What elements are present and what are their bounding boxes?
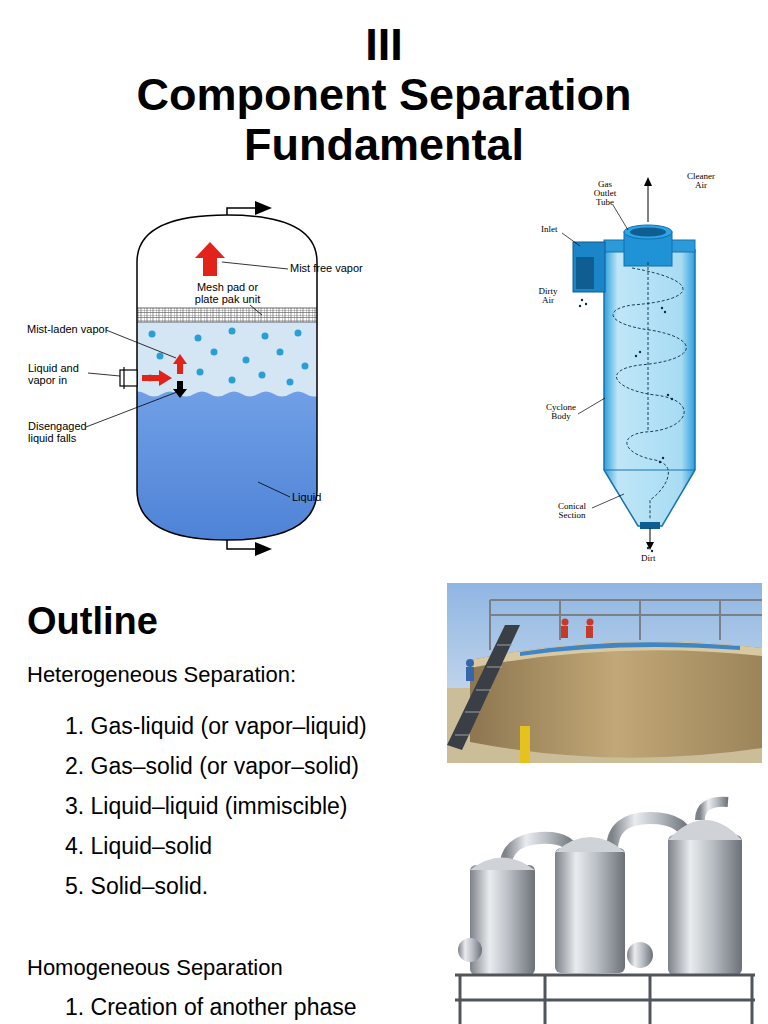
part-label: Dirt: [641, 553, 656, 564]
title-spacer: [524, 20, 644, 30]
part-label: Conical Section: [552, 502, 592, 520]
callout-label: Disengaged liquid falls: [28, 420, 100, 444]
slide-title: III Component Separation Fundamental: [124, 20, 644, 170]
list-heading: Heterogeneous Separation:: [27, 662, 296, 688]
list-item: 1. Gas-liquid (or vapor–liquid): [65, 712, 367, 740]
part-label: Gas Outlet Tube: [587, 180, 623, 207]
part-label: Cyclone Body: [543, 403, 579, 421]
list-item: 4. Liquid–solid: [65, 832, 212, 860]
callout-label: Liquid: [292, 491, 321, 504]
callout-label: Liquid and vapor in: [28, 362, 90, 386]
cyclone: [562, 177, 695, 552]
list-heading: Homogeneous Separation: [27, 955, 283, 981]
callout-label: Mist free vapor: [290, 262, 363, 275]
part-label: Cleaner Air: [682, 172, 720, 190]
evaporator-photo: [455, 802, 755, 1024]
list-item: 2. Gas–solid (or vapor–solid): [65, 752, 359, 780]
part-label: Inlet: [541, 224, 558, 235]
callout-label: Mesh pad or plate pak unit: [185, 281, 270, 305]
separator-vessel: [86, 201, 325, 560]
callout-label: Mist-laden vapor: [27, 323, 108, 336]
list-item: 1. Creation of another phase: [65, 993, 357, 1021]
list-item: 5. Solid–solid.: [65, 872, 208, 900]
title-block: III Component Separation Fundamental: [124, 20, 644, 170]
part-label: Dirty Air: [533, 287, 563, 305]
section-heading: Outline: [27, 598, 158, 644]
list-item: 3. Liquid–liquid (immiscible): [65, 792, 348, 820]
title-spacer: [124, 20, 244, 30]
thickener-photo: [447, 583, 762, 763]
